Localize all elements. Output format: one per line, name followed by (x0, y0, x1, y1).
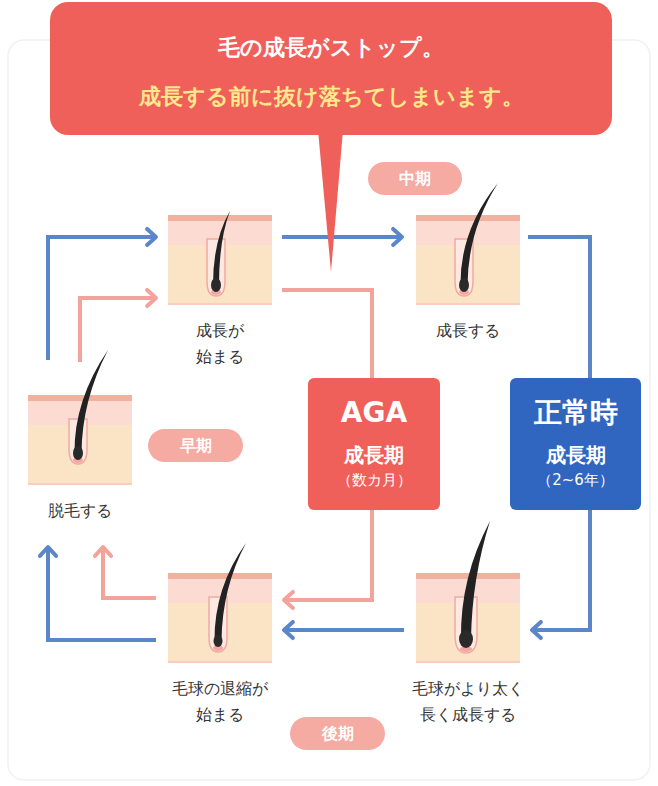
hair-shaft (214, 543, 246, 641)
growth-period-box: AGA 成長期（数カ月） (308, 378, 440, 510)
cycle-arrow (282, 290, 372, 378)
skin-base-line (416, 303, 520, 305)
stage-caption: 成長する (423, 318, 513, 344)
phase-pill: 早期 (148, 429, 243, 462)
skin-illustration (416, 183, 520, 305)
phase-pill: 中期 (368, 162, 462, 195)
arrow-head (147, 290, 156, 306)
arrow-head (393, 229, 402, 245)
cycle-arrow (284, 510, 372, 600)
cycle-arrow (48, 547, 156, 640)
cycle-arrow (528, 237, 590, 378)
skin-surface (168, 573, 272, 579)
arrow-head (532, 622, 541, 638)
hair-bulb (211, 278, 221, 292)
skin-base-line (28, 483, 132, 485)
arrow-head (284, 592, 293, 608)
arrow-head (95, 547, 111, 556)
phase-label: 早期 (180, 436, 212, 456)
skin-surface (28, 395, 132, 401)
cycle-arrow (284, 628, 404, 632)
connector-group (40, 547, 156, 640)
connector-group (282, 229, 402, 245)
hair-bulb (459, 278, 469, 292)
callout-text: 成長する前に抜け落ちてしまいます。 (139, 84, 524, 110)
skin-surface (416, 215, 520, 221)
stage-illustration: 毛球がより太く 長く成長する (416, 573, 520, 663)
skin-illustration (28, 350, 132, 485)
skin-base-line (168, 303, 272, 305)
period-text: 成長期 (344, 441, 404, 469)
skin-surface (168, 215, 272, 221)
cycle-arrow (80, 298, 156, 362)
skin-illustration (168, 543, 272, 663)
callout-text: 毛の成長がストップ。 (218, 35, 444, 61)
skin-illustration (168, 211, 272, 305)
hair-shaft (460, 183, 498, 285)
hair-shaft (461, 521, 490, 639)
connector-group (284, 510, 372, 608)
stage-illustration: 成長する (416, 215, 520, 305)
period-text: 正常時 (534, 394, 618, 432)
callout-tail (318, 130, 343, 272)
hair-bulb (214, 635, 223, 647)
connector-group (532, 510, 590, 638)
connector-group (528, 237, 590, 378)
arrow-head (147, 229, 156, 245)
connector-group (284, 622, 404, 638)
cycle-arrow (532, 510, 590, 630)
period-text: （2~6年） (537, 469, 614, 491)
skin-base-line (416, 661, 520, 663)
connector-group (48, 229, 156, 360)
stage-illustration: 成長が 始まる (168, 215, 272, 305)
phase-label: 中期 (399, 169, 431, 189)
hair-bulb (73, 446, 83, 460)
arrow-head (284, 622, 293, 638)
skin-illustration (416, 521, 520, 663)
stage-caption: 脱毛する (35, 498, 125, 524)
stage-caption: 毛球の退縮が 始まる (165, 676, 275, 728)
connector-group (95, 547, 156, 598)
phase-label: 後期 (322, 724, 354, 744)
skin-layer (168, 215, 272, 305)
growth-period-box: 正常時成長期（2~6年） (510, 378, 641, 510)
period-text: （数カ月） (337, 469, 412, 491)
hair-shaft (213, 211, 230, 285)
skin-base-line (168, 661, 272, 663)
stage-illustration: 脱毛する (28, 395, 132, 485)
stage-caption: 成長が 始まる (185, 318, 255, 370)
connector-group (282, 290, 372, 378)
background-frame (8, 40, 650, 780)
period-text: AGA (341, 394, 407, 432)
hair-bulb (459, 630, 473, 648)
arrow-head (40, 547, 56, 556)
stage-caption: 毛球がより太く 長く成長する (403, 676, 533, 728)
connector-group (80, 290, 156, 362)
callout-bubble: 毛の成長がストップ。成長する前に抜け落ちてしまいます。 (50, 2, 612, 135)
period-text: 成長期 (546, 441, 606, 469)
hair-shaft (74, 350, 108, 453)
stage-illustration: 毛球の退縮が 始まる (168, 573, 272, 663)
phase-pill: 後期 (290, 717, 385, 750)
cycle-arrow (282, 235, 402, 239)
